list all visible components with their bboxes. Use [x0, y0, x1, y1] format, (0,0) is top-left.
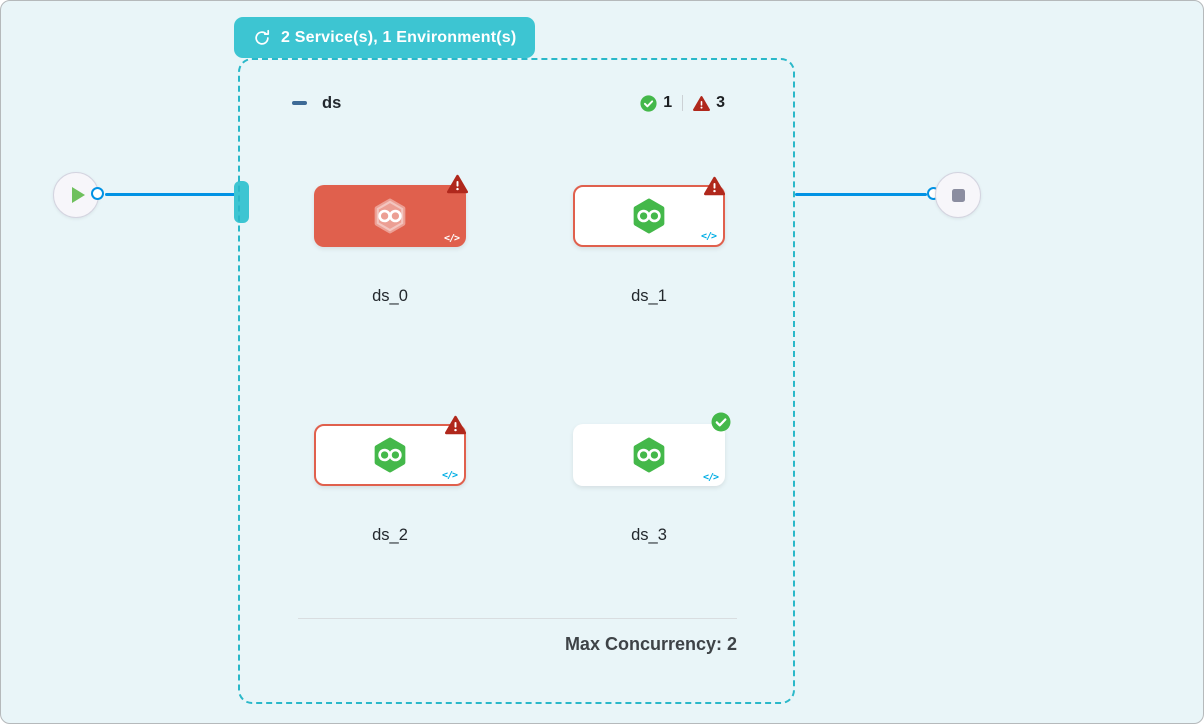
warning-badge-icon	[445, 415, 466, 435]
service-infinity-icon	[372, 198, 408, 234]
code-icon: </>	[702, 472, 719, 483]
matrix-group-name: ds	[322, 93, 342, 112]
status-separator	[682, 95, 684, 111]
success-check-icon	[640, 95, 657, 112]
code-icon: </>	[441, 470, 458, 481]
node-label: ds_2	[372, 526, 408, 544]
success-badge-icon	[711, 412, 731, 432]
matrix-summary-badge[interactable]: 2 Service(s), 1 Environment(s)	[234, 17, 536, 58]
start-connector-dot	[91, 187, 104, 200]
node-label: ds_3	[631, 526, 667, 544]
code-icon: </>	[443, 233, 460, 244]
matrix-stage-stub	[234, 181, 249, 223]
flow-line-left	[105, 193, 238, 196]
service-infinity-icon	[631, 437, 667, 473]
warning-triangle-icon	[693, 95, 710, 112]
loop-icon	[253, 29, 271, 47]
matrix-node-ds_0[interactable]: </> ds_0	[314, 185, 466, 306]
node-label: ds_1	[631, 287, 667, 305]
matrix-summary-label: 2 Service(s), 1 Environment(s)	[281, 28, 517, 46]
flow-line-right	[795, 193, 927, 196]
footer-divider	[298, 618, 737, 619]
matrix-node-ds_3[interactable]: </> ds_3	[573, 424, 725, 545]
matrix-header: ds 1 3	[240, 90, 793, 116]
warning-count: 3	[716, 94, 725, 111]
stop-icon	[951, 188, 965, 202]
warning-badge-icon	[447, 174, 468, 194]
end-node[interactable]	[935, 172, 981, 218]
success-count: 1	[663, 94, 673, 111]
status-summary: 1 3	[640, 94, 725, 112]
service-card[interactable]: </>	[573, 424, 725, 486]
service-card[interactable]: </>	[573, 185, 725, 247]
matrix-node-ds_1[interactable]: </> ds_1	[573, 185, 725, 306]
collapse-minus-icon[interactable]	[292, 101, 307, 105]
max-concurrency-label: Max Concurrency: 2	[564, 634, 737, 654]
service-card[interactable]: </>	[314, 185, 466, 247]
matrix-node-ds_2[interactable]: </> ds_2	[314, 424, 466, 545]
code-icon: </>	[700, 231, 717, 242]
node-label: ds_0	[372, 287, 408, 305]
service-card[interactable]: </>	[314, 424, 466, 486]
service-infinity-icon	[372, 437, 408, 473]
warning-badge-icon	[704, 176, 725, 196]
service-infinity-icon	[631, 198, 667, 234]
matrix-panel: ds 1 3 </> ds_0 </>	[238, 58, 795, 704]
play-icon	[71, 187, 85, 203]
